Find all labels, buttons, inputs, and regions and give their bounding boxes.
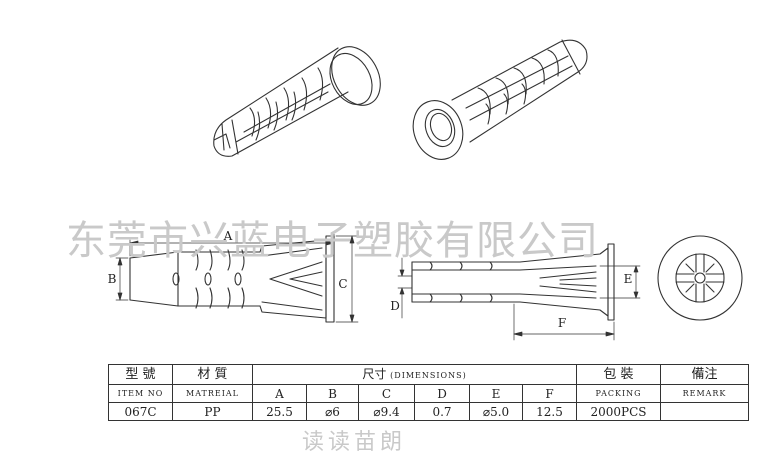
cell-e: ⌀5.0: [469, 402, 523, 421]
header-packing-en: PACKING: [576, 384, 661, 403]
cell-b: ⌀6: [306, 402, 359, 421]
dimension-c: [335, 235, 359, 323]
column-d: D: [414, 384, 470, 403]
cell-material: PP: [172, 402, 253, 421]
dimension-label-f: F: [558, 316, 566, 330]
cell-c: ⌀9.4: [358, 402, 415, 421]
column-a: A: [252, 384, 307, 403]
header-packing-cn: 包 裝: [576, 364, 661, 385]
column-b: B: [306, 384, 359, 403]
cell-remark: [660, 402, 749, 421]
cell-a: 25.5: [252, 402, 307, 421]
dimension-b: [115, 257, 129, 301]
dimension-label-a: A: [223, 229, 233, 243]
dimension-label-c: C: [338, 277, 347, 291]
cell-f: 12.5: [522, 402, 577, 421]
column-e: E: [469, 384, 523, 403]
cell-packing: 2000PCS: [576, 402, 661, 421]
company-watermark: 东莞市兴蓝电子塑胶有限公司: [66, 218, 599, 264]
dimension-label-e: E: [624, 272, 633, 286]
dimension-label-b: B: [108, 272, 117, 286]
header-dimensions-en: (DIMENSIONS): [390, 370, 467, 380]
header-material-cn: 材 質: [172, 364, 253, 385]
header-remark-cn: 備注: [660, 364, 749, 385]
anchor-isometric-left: [213, 46, 381, 157]
anchor-front-elevation: [129, 235, 335, 323]
anchor-isometric-right: [412, 39, 588, 160]
table-row: 067C PP 25.5 ⌀6 ⌀9.4 0.7 ⌀5.0 12.5 2000P…: [108, 402, 749, 421]
dimension-f: [513, 303, 615, 341]
column-f: F: [522, 384, 577, 403]
header-remark-en: REMARK: [660, 384, 749, 403]
dimension-e: [599, 265, 641, 299]
header-dimensions-cn: 尺寸: [362, 366, 387, 381]
header-item-cn: 型 號: [108, 364, 173, 385]
cell-d: 0.7: [414, 402, 470, 421]
dimension-d: [397, 257, 413, 319]
bottom-watermark: 读读苗朗: [302, 430, 407, 455]
specification-table: 型 號 材 質 尺寸 (DIMENSIONS) 包 裝 備注 ITEM NO M…: [108, 364, 749, 421]
dimension-a: [129, 233, 335, 257]
column-c: C: [358, 384, 415, 403]
header-dimensions: 尺寸 (DIMENSIONS): [252, 364, 577, 385]
cell-item: 067C: [108, 402, 173, 421]
header-item-en: ITEM NO: [108, 384, 173, 403]
anchor-section-view: [411, 243, 615, 321]
anchor-end-view: [657, 235, 743, 321]
header-material-en: MATREIAL: [172, 384, 253, 403]
dimension-label-d: D: [390, 299, 400, 313]
